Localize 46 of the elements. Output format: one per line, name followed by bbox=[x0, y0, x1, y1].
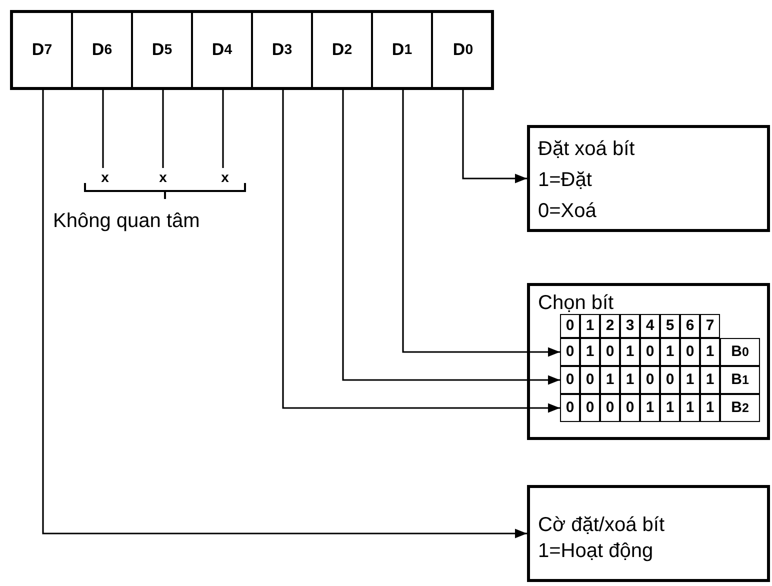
box-text: 1=Hoạt động bbox=[538, 539, 654, 564]
box-text: 0=Xoá bbox=[538, 199, 596, 224]
table-row bbox=[560, 366, 760, 394]
table-cell: 0 bbox=[660, 366, 680, 394]
table-cell: 1 bbox=[580, 338, 600, 366]
table-cell: 0 bbox=[580, 394, 600, 422]
table-cell: 3 bbox=[620, 314, 640, 338]
box-text: 1=Đặt bbox=[538, 168, 592, 193]
table-cell: 0 bbox=[620, 394, 640, 422]
table-cell: 0 bbox=[560, 338, 580, 366]
table-cell: 4 bbox=[640, 314, 660, 338]
text-box bbox=[527, 283, 770, 440]
box-text: Đặt xoá bít bbox=[538, 137, 635, 162]
table-cell: 0 bbox=[640, 338, 660, 366]
table-row bbox=[560, 338, 760, 366]
table-cell: 1 bbox=[680, 394, 700, 422]
register-box bbox=[10, 10, 494, 90]
table-cell: 0 bbox=[560, 394, 580, 422]
table-cell: 0 bbox=[560, 314, 580, 338]
table-cell: 1 bbox=[580, 314, 600, 338]
table-cell: 1 bbox=[660, 394, 680, 422]
table-cell: 0 bbox=[600, 394, 620, 422]
table-row bbox=[560, 394, 760, 422]
table-cell: 5 bbox=[660, 314, 680, 338]
table-cell: 1 bbox=[640, 394, 660, 422]
table-cell: 7 bbox=[700, 314, 720, 338]
text-box bbox=[527, 485, 770, 582]
table-cell: 1 bbox=[660, 338, 680, 366]
table-cell: 0 bbox=[680, 338, 700, 366]
table-cell: 6 bbox=[680, 314, 700, 338]
table-cell: 1 bbox=[700, 338, 720, 366]
table-cell: 1 bbox=[680, 366, 700, 394]
table-cell: 1 bbox=[600, 366, 620, 394]
table-cell: 0 bbox=[640, 366, 660, 394]
box-text: Cờ đặt/xoá bít bbox=[538, 513, 665, 538]
table-cell: 2 bbox=[600, 314, 620, 338]
table-cell: 1 bbox=[620, 338, 640, 366]
table-cell: 1 bbox=[700, 366, 720, 394]
table-cell: 0 bbox=[580, 366, 600, 394]
table-cell: 0 bbox=[560, 366, 580, 394]
box-text: Chọn bít bbox=[538, 291, 614, 316]
table-cell: 0 bbox=[600, 338, 620, 366]
table-cell: 1 bbox=[620, 366, 640, 394]
text-box bbox=[527, 125, 770, 232]
table-cell: 1 bbox=[700, 394, 720, 422]
note-text: Không quan tâm bbox=[53, 210, 200, 233]
